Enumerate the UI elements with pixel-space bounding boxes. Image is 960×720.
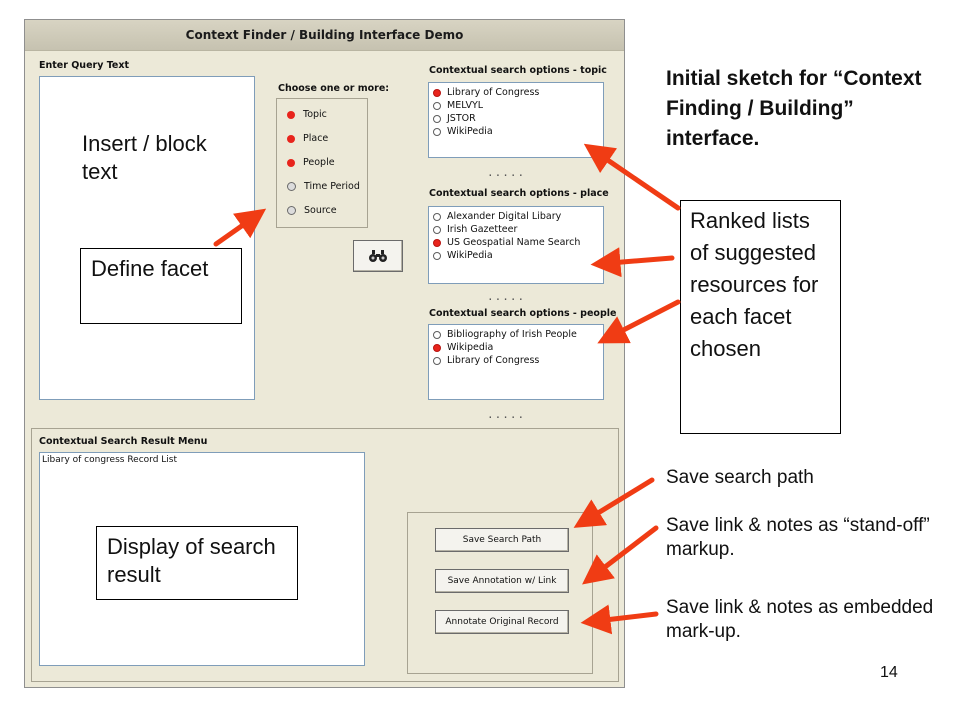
radio-selected-icon — [287, 134, 295, 143]
people-option-bibliography[interactable]: Bibliography of Irish People — [433, 329, 577, 340]
facet-topic[interactable]: Topic — [287, 109, 327, 120]
radio-selected-icon — [287, 158, 295, 167]
topic-option-wikipedia[interactable]: WikiPedia — [433, 126, 493, 137]
ellipsis: ..... — [487, 408, 526, 421]
radio-unselected-icon — [433, 101, 441, 110]
facet-time-period[interactable]: Time Period — [287, 181, 360, 192]
radio-unselected-icon — [433, 114, 441, 123]
radio-selected-icon — [287, 110, 295, 119]
topic-option-library-of-congress[interactable]: Library of Congress — [433, 87, 539, 98]
callout-define-facet: Define facet — [80, 248, 242, 324]
page-number: 14 — [880, 664, 898, 681]
topic-options-label: Contextual search options - topic — [429, 65, 607, 76]
place-option-wikipedia[interactable]: WikiPedia — [433, 250, 493, 261]
arrow-to-annotate-record — [580, 604, 659, 635]
arrow-to-people-list — [597, 299, 681, 344]
action-button-group — [407, 512, 593, 674]
callout-save-search-path: Save search path — [666, 467, 814, 488]
sketch-heading: Initial sketch for “Context Finding / Bu… — [666, 67, 922, 150]
result-item[interactable]: Libary of congress Record List — [42, 455, 178, 465]
arrow-to-save-path — [573, 477, 655, 528]
search-button[interactable] — [353, 240, 403, 272]
facet-people[interactable]: People — [287, 157, 335, 168]
radio-unselected-icon — [433, 251, 441, 260]
radio-unselected-icon — [433, 330, 441, 339]
people-option-wikipedia[interactable]: Wikipedia — [433, 342, 493, 353]
facet-source[interactable]: Source — [287, 205, 337, 216]
ellipsis: ..... — [487, 166, 526, 179]
callout-insert-text: Insert / block text — [82, 131, 207, 184]
binoculars-icon — [369, 249, 387, 262]
annotate-record-button[interactable]: Annotate Original Record — [435, 610, 569, 634]
people-options-label: Contextual search options - people — [429, 308, 617, 319]
radio-selected-icon — [433, 343, 441, 352]
place-options-label: Contextual search options - place — [429, 188, 609, 199]
radio-unselected-icon — [287, 182, 296, 191]
facet-label: Choose one or more: — [278, 83, 390, 94]
arrow-to-save-annotation — [582, 525, 659, 585]
radio-unselected-icon — [287, 206, 296, 215]
callout-save-standoff: Save link & notes as “stand-off” markup. — [666, 515, 930, 560]
radio-unselected-icon — [433, 127, 441, 136]
place-option-us-geospatial[interactable]: US Geospatial Name Search — [433, 237, 580, 248]
radio-selected-icon — [433, 238, 441, 247]
save-search-path-button[interactable]: Save Search Path — [435, 528, 569, 552]
topic-option-melvyl[interactable]: MELVYL — [433, 100, 483, 111]
place-option-irish-gazetteer[interactable]: Irish Gazetteer — [433, 224, 517, 235]
callout-display-result: Display of search result — [96, 526, 298, 600]
callout-ranked-lists: Ranked lists of suggested resources for … — [680, 200, 841, 434]
save-annotation-button[interactable]: Save Annotation w/ Link — [435, 569, 569, 593]
query-textarea[interactable] — [39, 76, 255, 400]
arrow-to-facets — [213, 208, 267, 247]
place-options-list: Alexander Digital Libary Irish Gazetteer… — [428, 206, 604, 284]
callout-save-embedded: Save link & notes as embedded mark-up. — [666, 597, 934, 642]
people-options-list: Bibliography of Irish People Wikipedia L… — [428, 324, 604, 400]
arrow-to-topic-list — [583, 143, 681, 211]
facet-group: Topic Place People Time Period Source — [276, 98, 368, 228]
place-option-alexander[interactable]: Alexander Digital Libary — [433, 211, 561, 222]
topic-options-list: Library of Congress MELVYL JSTOR WikiPed… — [428, 82, 604, 158]
app-window: Context Finder / Building Interface Demo… — [24, 19, 625, 688]
radio-unselected-icon — [433, 212, 441, 221]
facet-place[interactable]: Place — [287, 133, 328, 144]
arrow-to-place-list — [590, 247, 675, 278]
radio-unselected-icon — [433, 225, 441, 234]
result-menu-label: Contextual Search Result Menu — [39, 436, 208, 447]
ellipsis: ..... — [487, 290, 526, 303]
radio-selected-icon — [433, 88, 441, 97]
window-title: Context Finder / Building Interface Demo — [25, 20, 624, 51]
people-option-library-of-congress[interactable]: Library of Congress — [433, 355, 539, 366]
topic-option-jstor[interactable]: JSTOR — [433, 113, 476, 124]
query-label: Enter Query Text — [39, 60, 130, 71]
radio-unselected-icon — [433, 356, 441, 365]
